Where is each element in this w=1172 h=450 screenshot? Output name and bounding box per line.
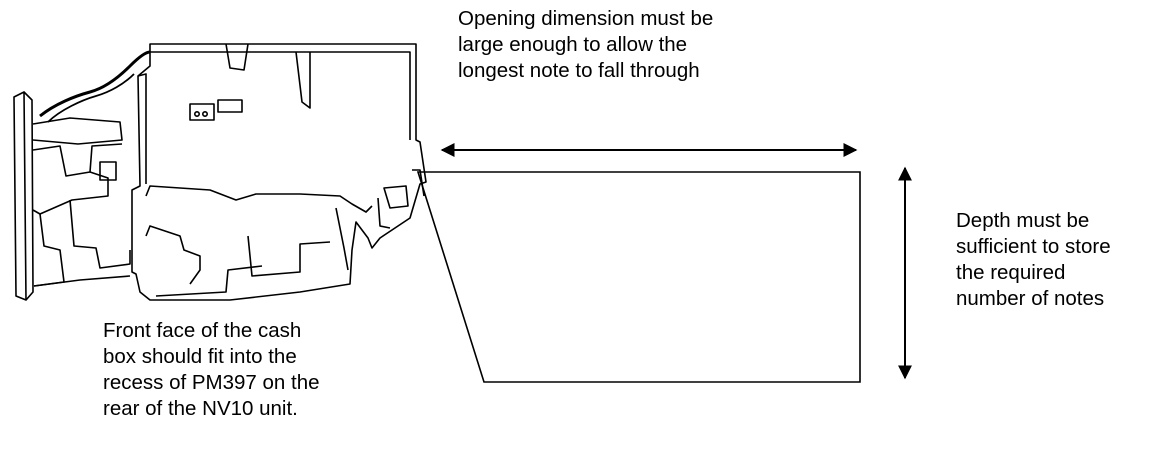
opening-dimension-note: Opening dimension must be large enough t… — [458, 7, 714, 82]
nv10-validator-icon — [13, 43, 427, 301]
depth-note: Depth must be sufficient to store the re… — [956, 209, 1111, 310]
cash-box-icon — [416, 171, 861, 383]
front-face-note: Front face of the cash box should fit in… — [103, 319, 320, 420]
